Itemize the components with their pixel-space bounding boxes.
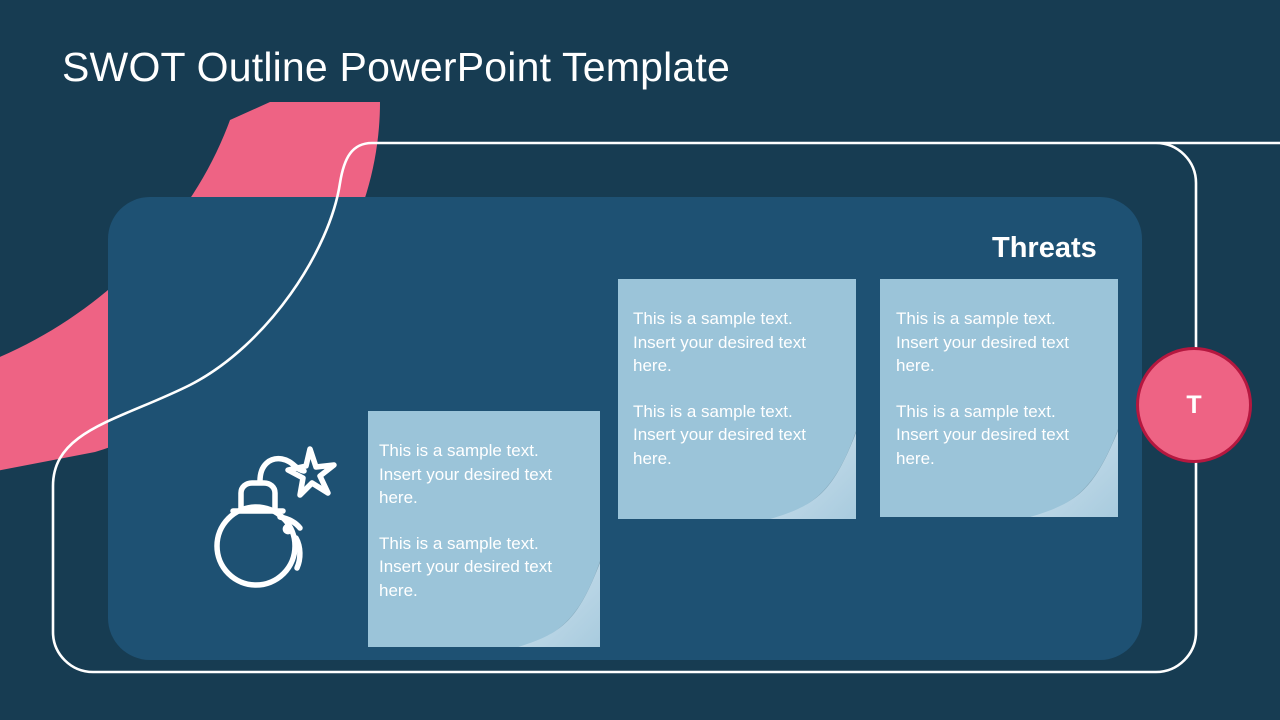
note-paper-shape: [880, 279, 1118, 517]
note-text-block: This is a sample text. Insert your desir…: [368, 411, 600, 602]
note-paper-shape: [618, 279, 856, 519]
sticky-note[interactable]: This is a sample text. Insert your desir…: [880, 279, 1118, 517]
note-paragraph: This is a sample text. Insert your desir…: [633, 401, 806, 468]
note-paragraph: This is a sample text. Insert your desir…: [633, 309, 806, 375]
note-text-block: This is a sample text. Insert your desir…: [618, 279, 856, 470]
note-paragraph: This is a sample text. Insert your desir…: [379, 441, 552, 507]
threats-badge[interactable]: T: [1136, 347, 1252, 463]
note-text-block: This is a sample text. Insert your desir…: [880, 279, 1118, 470]
white-outline-frame: [51, 141, 1280, 674]
section-title-threats: Threats: [992, 232, 1097, 264]
page-title: SWOT Outline PowerPoint Template: [62, 44, 731, 90]
sticky-note[interactable]: This is a sample text. Insert your desir…: [618, 279, 856, 519]
note-paragraph: This is a sample text. Insert your desir…: [896, 309, 1069, 375]
note-paper-shape: [368, 411, 600, 647]
badge-letter: T: [1186, 390, 1202, 419]
bomb-icon: [214, 446, 337, 588]
sticky-note[interactable]: This is a sample text. Insert your desir…: [368, 411, 600, 647]
note-paragraph: This is a sample text. Insert your desir…: [379, 533, 552, 600]
note-paragraph: This is a sample text. Insert your desir…: [896, 401, 1069, 468]
